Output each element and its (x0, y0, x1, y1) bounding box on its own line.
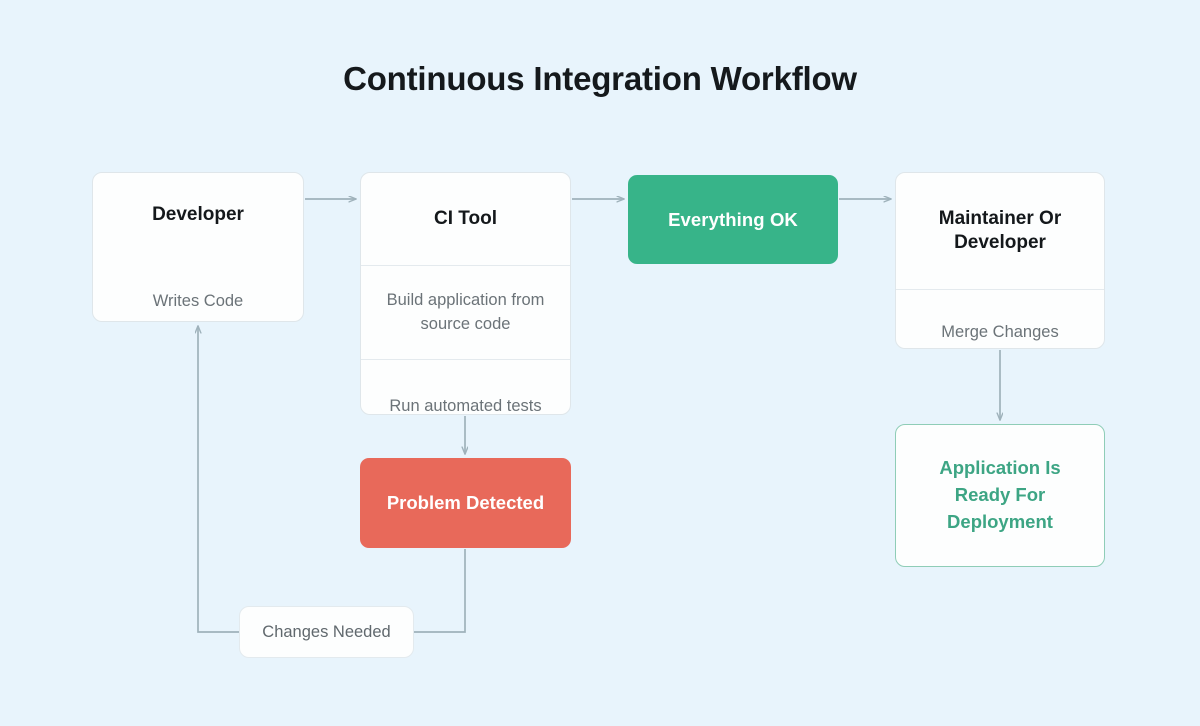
node-maintainer-or-developer[interactable]: Maintainer Or Developer Merge Changes (895, 172, 1105, 349)
node-developer-detail: Writes Code (152, 292, 244, 311)
node-ci-tool-step-one: Build application from source code (361, 265, 570, 359)
node-everything-ok[interactable]: Everything OK (628, 175, 838, 264)
edge-label-changes-needed[interactable]: Changes Needed (239, 606, 414, 658)
node-ci-tool[interactable]: CI Tool Build application from source co… (360, 172, 571, 415)
node-ci-tool-header: CI Tool (434, 207, 497, 229)
node-everything-ok-label: Everything OK (668, 208, 798, 230)
node-developer[interactable]: Developer Writes Code (92, 172, 304, 322)
node-maintainer-detail: Merge Changes (896, 289, 1104, 348)
page-title: Continuous Integration Workflow (343, 60, 857, 97)
node-application-ready[interactable]: Application Is Ready For Deployment (895, 424, 1105, 567)
node-developer-header: Developer (152, 203, 244, 225)
node-problem-detected[interactable]: Problem Detected (360, 458, 571, 548)
node-ci-tool-step-two: Run automated tests (361, 359, 570, 414)
node-application-ready-label: Application Is Ready For Deployment (939, 457, 1061, 532)
node-maintainer-header: Maintainer Or Developer (938, 207, 1062, 253)
node-problem-detected-label: Problem Detected (386, 492, 545, 513)
edge-label-changes-needed-text: Changes Needed (262, 622, 391, 641)
